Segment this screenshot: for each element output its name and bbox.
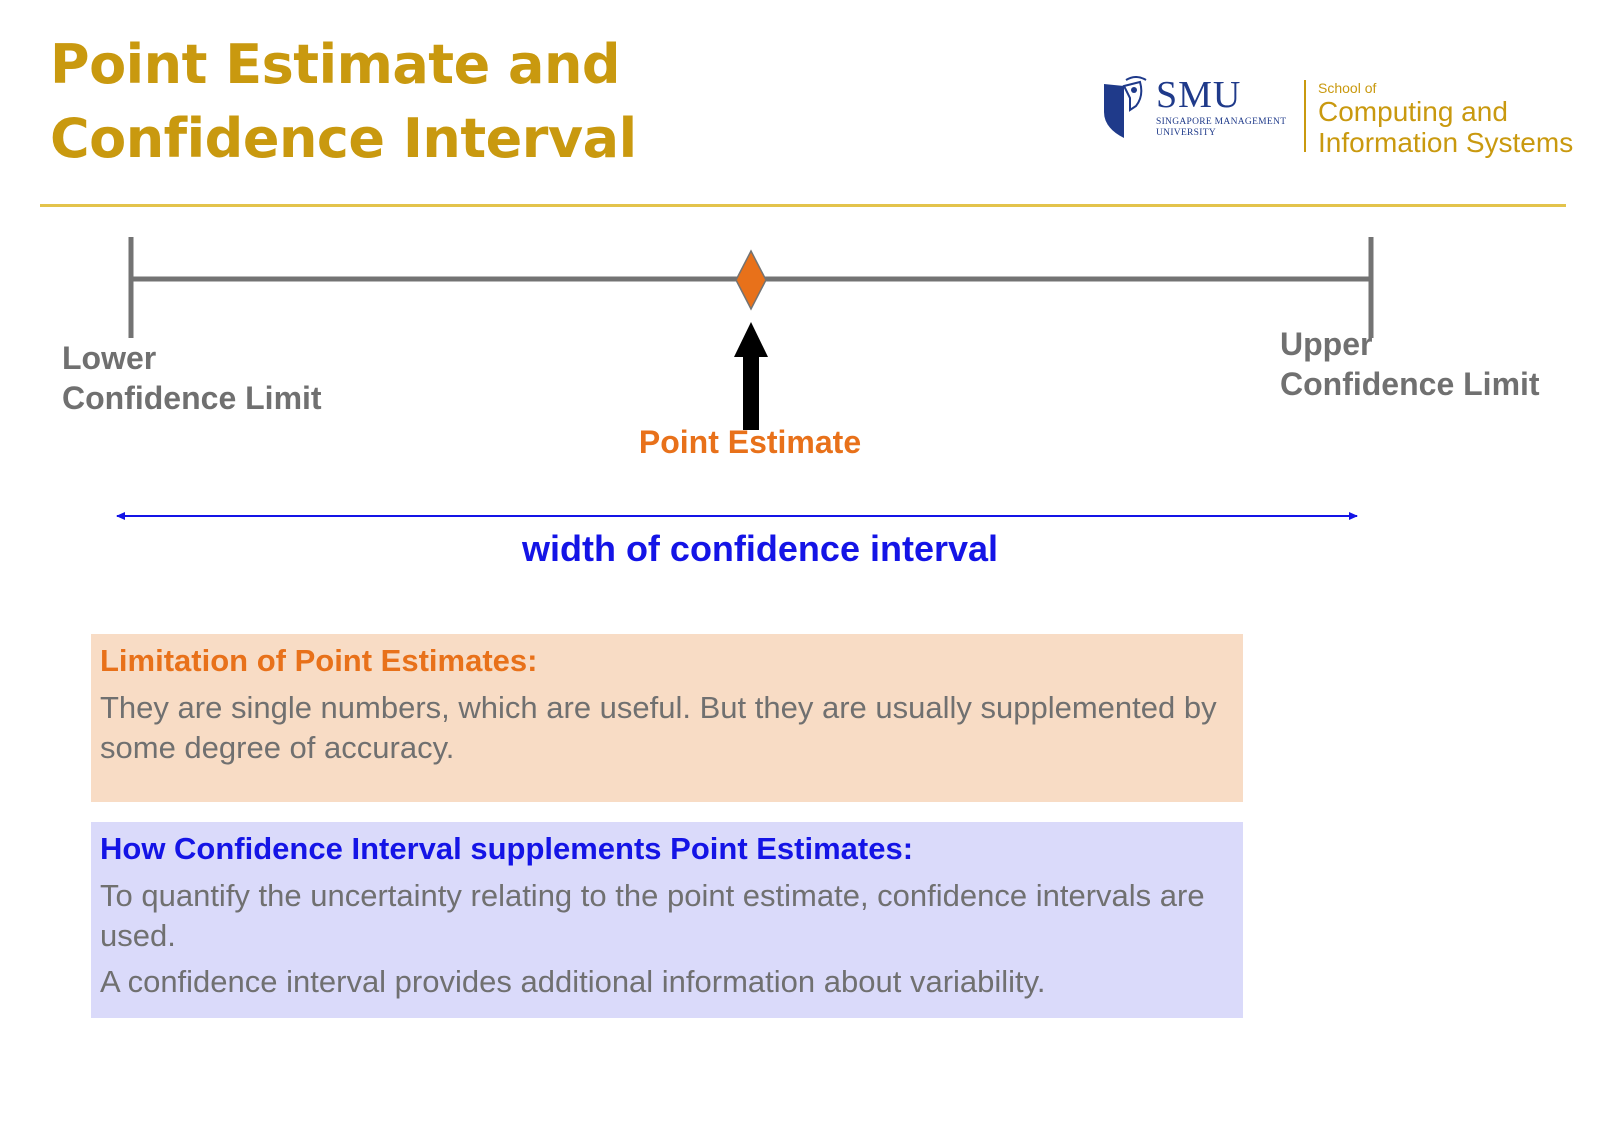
limitation-box: Limitation of Point Estimates: They are … bbox=[91, 634, 1243, 802]
university-name: SINGAPORE MANAGEMENT UNIVERSITY bbox=[1156, 117, 1287, 138]
lower-confidence-limit-label: Lower Confidence Limit bbox=[62, 340, 322, 416]
confidence-interval-text-2: A confidence interval provides additiona… bbox=[100, 964, 1046, 999]
point-estimate-arrow-shaft bbox=[743, 355, 759, 430]
university-abbreviation: SMU bbox=[1156, 74, 1242, 116]
upper-confidence-limit-label: Upper Confidence Limit bbox=[1280, 326, 1540, 402]
school-of-label: School of bbox=[1318, 80, 1377, 96]
limitation-text: They are single numbers, which are usefu… bbox=[100, 690, 1217, 765]
school-name: Computing and Information Systems bbox=[1318, 96, 1574, 158]
confidence-interval-text-1: To quantify the uncertainty relating to … bbox=[100, 878, 1205, 953]
point-estimate-diamond bbox=[735, 249, 767, 311]
slide-title: Point Estimate and Confidence Interval bbox=[50, 33, 637, 170]
point-estimate-arrow-head bbox=[734, 322, 768, 357]
limitation-heading: Limitation of Point Estimates: bbox=[100, 643, 538, 678]
confidence-interval-heading: How Confidence Interval supplements Poin… bbox=[100, 831, 914, 866]
school-logo: SMU SINGAPORE MANAGEMENT UNIVERSITY Scho… bbox=[1100, 72, 1573, 162]
smu-shield-icon bbox=[1104, 76, 1147, 138]
point-estimate-label: Point Estimate bbox=[638, 424, 862, 460]
confidence-interval-box: How Confidence Interval supplements Poin… bbox=[91, 822, 1243, 1018]
logo-divider bbox=[1304, 80, 1306, 152]
title-divider bbox=[40, 204, 1566, 207]
interval-width-label: width of confidence interval bbox=[521, 528, 999, 569]
confidence-interval-diagram bbox=[116, 237, 1374, 520]
